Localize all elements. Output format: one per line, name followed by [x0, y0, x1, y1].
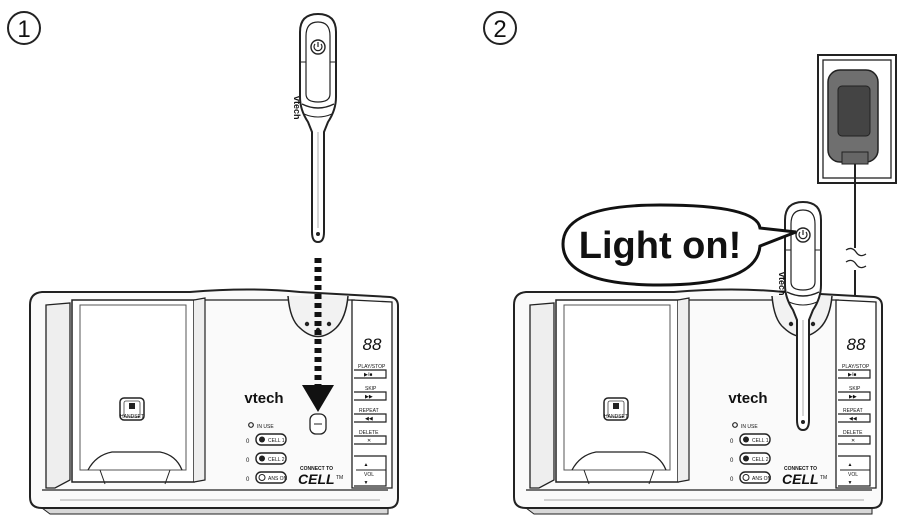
svg-text:0: 0: [730, 477, 734, 483]
svg-text:DELETE: DELETE: [359, 430, 379, 436]
svg-text:▶/■: ▶/■: [364, 372, 372, 378]
svg-text:0: 0: [730, 458, 734, 464]
cell-logo: CELL: [298, 471, 335, 487]
insert-arrow: [302, 258, 334, 435]
svg-text:▶▶: ▶▶: [849, 394, 857, 400]
svg-text:PLAY/STOP: PLAY/STOP: [842, 364, 870, 370]
ans-on-label: ANS ON: [268, 476, 288, 482]
base-brand: vtech: [244, 390, 283, 407]
svg-text:CELL: CELL: [782, 471, 819, 487]
svg-text:IN USE: IN USE: [741, 424, 758, 430]
headset-step-2: vtech: [777, 201, 822, 431]
svg-text:✕: ✕: [851, 438, 855, 444]
svg-text:CONNECT TO: CONNECT TO: [300, 466, 333, 472]
svg-text:0: 0: [246, 458, 250, 464]
svg-text:88: 88: [847, 335, 866, 354]
svg-text:ANS ON: ANS ON: [752, 476, 772, 482]
cell2-label: CELL 2: [268, 457, 285, 463]
headset-step-1: vtech: [292, 13, 337, 243]
svg-text:SKIP: SKIP: [365, 386, 377, 392]
svg-text:▼: ▼: [364, 480, 369, 486]
svg-text:▶/■: ▶/■: [848, 372, 856, 378]
svg-text:0: 0: [246, 439, 250, 445]
power-icon-lit: [795, 227, 811, 243]
in-use-label: IN USE: [257, 424, 274, 430]
svg-text:0: 0: [246, 477, 250, 483]
svg-text:VOL: VOL: [364, 472, 374, 478]
svg-text:REPEAT: REPEAT: [359, 408, 379, 414]
svg-text:CONNECT TO: CONNECT TO: [784, 466, 817, 472]
svg-text:DELETE: DELETE: [843, 430, 863, 436]
headset-brand: vtech: [292, 96, 302, 120]
svg-text:vtech: vtech: [728, 390, 767, 407]
svg-text:CELL 2: CELL 2: [752, 457, 769, 463]
svg-text:TM: TM: [336, 475, 343, 481]
svg-text:REPEAT: REPEAT: [843, 408, 863, 414]
svg-text:VOL: VOL: [848, 472, 858, 478]
svg-text:▲: ▲: [848, 462, 853, 468]
svg-text:TM: TM: [820, 475, 827, 481]
power-icon: [310, 39, 326, 55]
svg-text:▲: ▲: [364, 462, 369, 468]
svg-text:1: 1: [17, 16, 30, 43]
svg-text:0: 0: [730, 439, 734, 445]
power-cord: [845, 164, 867, 296]
svg-text:✕: ✕: [367, 438, 371, 444]
svg-text:SKIP: SKIP: [849, 386, 861, 392]
svg-text:HANDSET: HANDSET: [604, 414, 628, 420]
cell1-label: CELL 1: [268, 438, 285, 444]
svg-text:CELL 1: CELL 1: [752, 438, 769, 444]
light-on-callout: Light on!: [561, 203, 797, 287]
step-2-badge: 2: [483, 11, 517, 45]
handset-button-label: HANDSET: [120, 414, 144, 420]
svg-text:◀◀: ◀◀: [849, 416, 857, 422]
svg-text:▶▶: ▶▶: [365, 394, 373, 400]
svg-text:▼: ▼: [848, 480, 853, 486]
callout-text: Light on!: [579, 225, 741, 267]
svg-text:2: 2: [493, 16, 506, 43]
wall-outlet: [817, 54, 897, 184]
svg-text:vtech: vtech: [777, 272, 787, 296]
base-unit-step-1: vtech 88 HANDSET IN USE 0 0 0 CELL 1 CEL…: [29, 288, 399, 515]
base-unit-step-2: vtech 88 HANDSET IN USE 0 0 0 CELL 1 CEL…: [513, 288, 883, 515]
svg-text:◀◀: ◀◀: [365, 416, 373, 422]
base-display: 88: [363, 335, 382, 354]
step-1-badge: 1: [7, 11, 41, 45]
svg-text:PLAY/STOP: PLAY/STOP: [358, 364, 386, 370]
